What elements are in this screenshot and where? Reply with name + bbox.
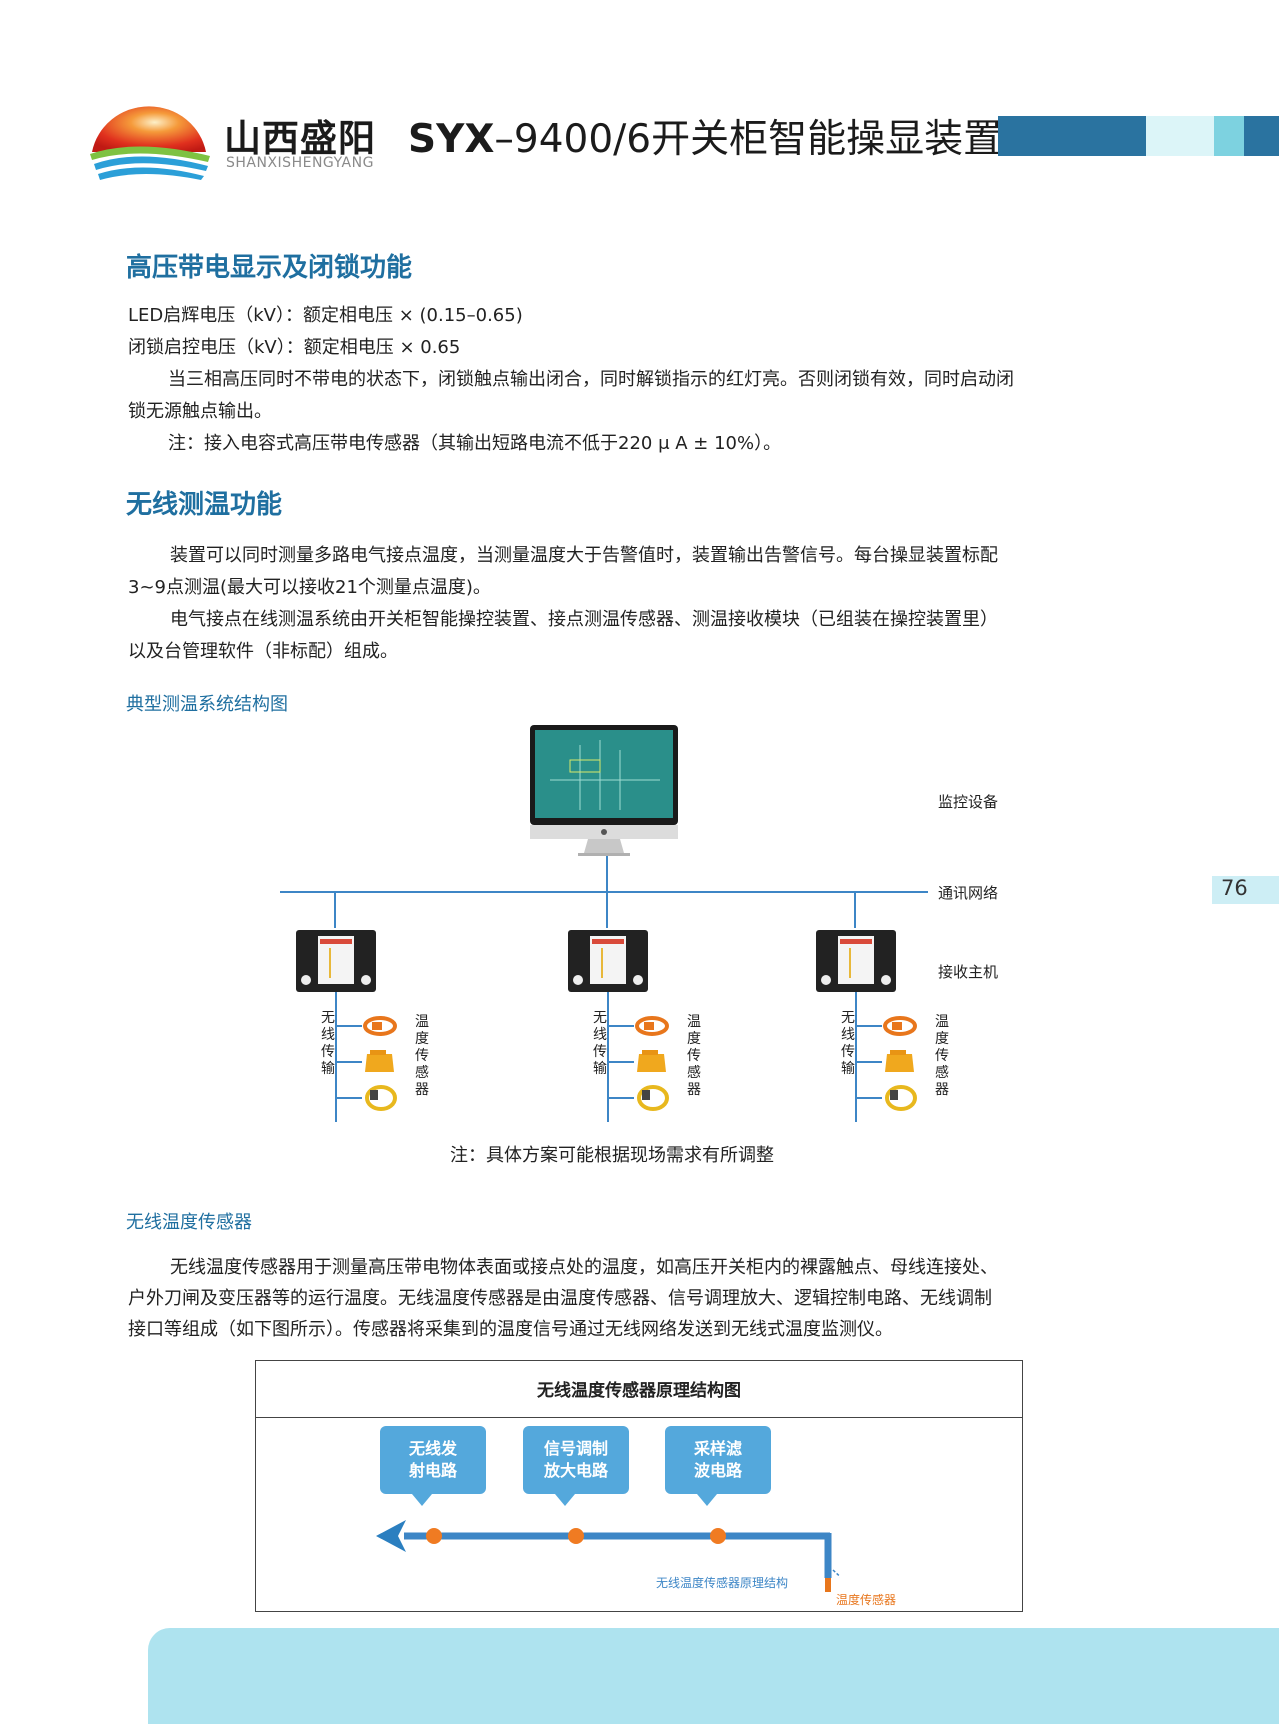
structure-diagram-title: 无线温度传感器原理结构图: [537, 1381, 741, 1401]
section2-paragraph2: 电气接点在线测温系统由开关柜智能操控装置、接点测温传感器、测温接收模块（已组装在…: [170, 609, 998, 630]
shanxi-shengyang-logo: [90, 106, 210, 180]
node-dot: [710, 1528, 726, 1544]
brand-name-cn: 山西盛阳: [224, 117, 376, 160]
section1-heading: 高压带电显示及闭锁功能: [126, 253, 413, 283]
monitor-icon: [530, 725, 678, 856]
label-receiver-host: 接收主机: [938, 963, 999, 981]
label-sensor-2: 温度传感器: [687, 1014, 701, 1098]
section2-paragraph2-cont: 以及台管理软件（非标配）组成。: [128, 641, 398, 662]
section3-paragraph-cont1: 户外刀闸及变压器等的运行温度。无线温度传感器是由温度传感器、信号调理放大、逻辑控…: [128, 1288, 992, 1309]
sensor-clip-icon: [637, 1085, 669, 1111]
node-dot: [568, 1528, 584, 1544]
section1-note: 注：接入电容式高压带电传感器（其输出短路电流不低于220 μ A ± 10%）。: [168, 433, 782, 454]
bubble-signal-amp: 信号调制 放大电路: [523, 1426, 629, 1506]
system-diagram-note: 注：具体方案可能根据现场需求有所调整: [450, 1145, 774, 1166]
section2-paragraph1-cont: 3~9点测温(最大可以接收21个测量点温度)。: [128, 577, 491, 598]
sensor-clip-icon: [885, 1085, 917, 1111]
header-bar-light: [1146, 116, 1214, 156]
section2-heading: 无线测温功能: [126, 490, 283, 520]
label-wireless-1: 无线传输: [321, 1010, 335, 1077]
arrow-left-icon: [376, 1520, 406, 1552]
page-number: 76: [1221, 876, 1248, 900]
label-monitor-device: 监控设备: [938, 793, 999, 811]
receiver-host-2: [568, 930, 648, 992]
brand-name-en: SHANXISHENGYANG: [226, 155, 374, 171]
label-sensor-1: 温度传感器: [415, 1014, 429, 1098]
label-wireless-2: 无线传输: [593, 1010, 607, 1077]
sensor-block-icon: [885, 1050, 914, 1072]
structure-diagram-box: [255, 1360, 1023, 1612]
system-diagram-heading: 典型测温系统结构图: [126, 694, 288, 715]
temperature-system-diagram: [280, 725, 928, 1122]
label-sensor-3: 温度传感器: [935, 1014, 949, 1098]
sensor-block-icon: [365, 1050, 394, 1072]
label-wireless-3: 无线传输: [841, 1010, 855, 1077]
title-rest: –9400/6开关柜智能操显装置: [494, 117, 1003, 162]
bubble-sampling-filter: 采样滤 波电路: [665, 1426, 771, 1506]
page-title: SYX–9400/6开关柜智能操显装置: [408, 108, 1002, 164]
receiver-host-1: [296, 930, 376, 992]
header-bar-dark-end: [1244, 116, 1279, 156]
sensor-clip-icon: [365, 1085, 397, 1111]
section3-paragraph-cont2: 接口等组成（如下图所示）。传感器将采集到的温度信号通过无线网络发送到无线式温度监…: [128, 1319, 893, 1340]
structure-title-divider: [256, 1417, 1022, 1418]
bubble-wireless-tx: 无线发 射电路: [380, 1426, 486, 1506]
signal-flow-path: [376, 1520, 840, 1592]
title-model: SYX: [408, 117, 495, 162]
sensor-probe-icon: [825, 1578, 831, 1592]
sensor-ring-icon: [635, 1016, 669, 1036]
receiver-host-3: [816, 930, 896, 992]
page-number-tab: [1212, 876, 1279, 904]
structure-caption: 无线温度传感器原理结构: [656, 1576, 789, 1590]
node-dot: [426, 1528, 442, 1544]
header-bar-dark: [998, 116, 1146, 156]
wireless-sensor-heading: 无线温度传感器: [126, 1212, 252, 1233]
sensor-label: 温度传感器: [836, 1593, 897, 1607]
sensor-ring-icon: [883, 1016, 917, 1036]
sensor-block-icon: [637, 1050, 666, 1072]
section1-lock-voltage: 闭锁启控电压（kV）：额定相电压 × 0.65: [128, 337, 461, 358]
section1-paragraph: 当三相高压同时不带电的状态下，闭锁触点输出闭合，同时解锁指示的红灯亮。否则闭锁有…: [168, 369, 1014, 390]
section1-paragraph-cont: 锁无源触点输出。: [128, 401, 272, 422]
label-comm-network: 通讯网络: [938, 884, 999, 902]
section2-paragraph1: 装置可以同时测量多路电气接点温度，当测量温度大于告警值时，装置输出告警信号。每台…: [170, 545, 998, 566]
footer-band: [148, 1628, 1279, 1724]
header-bar-cyan: [1214, 116, 1244, 156]
section3-paragraph: 无线温度传感器用于测量高压带电物体表面或接点处的温度，如高压开关柜内的裸露触点、…: [170, 1257, 998, 1278]
sensor-ring-icon: [363, 1016, 397, 1036]
section1-led-voltage: LED启辉电压（kV）：额定相电压 × (0.15–0.65): [128, 305, 523, 326]
